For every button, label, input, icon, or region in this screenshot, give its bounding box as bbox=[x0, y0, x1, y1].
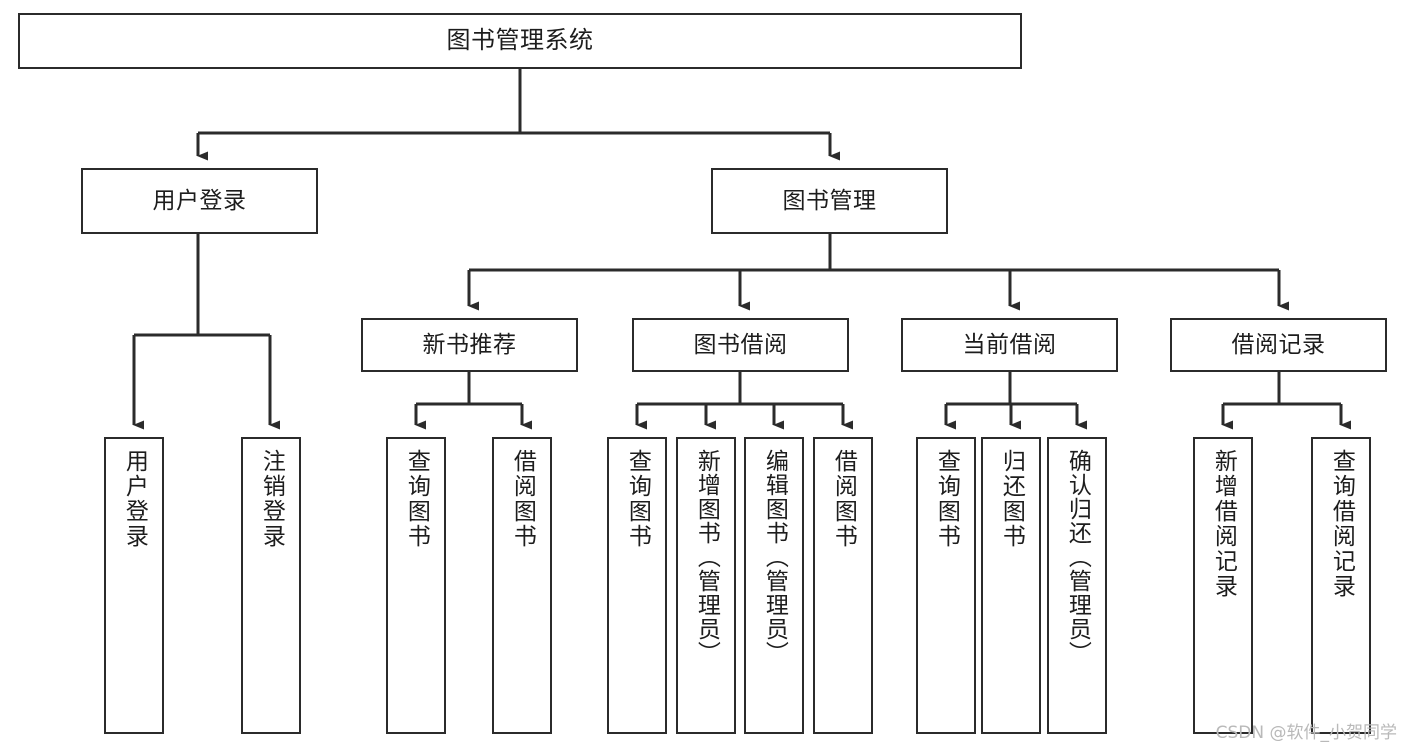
node-leaf-add-book-label: 新增图书（管理员） bbox=[693, 449, 720, 665]
node-user-login-label: 用户登录 bbox=[152, 187, 247, 214]
node-leaf-query-record-label: 查询借阅记录 bbox=[1328, 449, 1355, 599]
node-user-login[interactable]: 用户登录 bbox=[81, 168, 318, 234]
node-borrow-record-label: 借阅记录 bbox=[1231, 331, 1326, 358]
csdn-watermark: CSDN @软件_小贺同学 bbox=[1215, 723, 1397, 743]
node-new-book-recommend-label: 新书推荐 bbox=[422, 331, 517, 358]
node-leaf-query-record[interactable]: 查询借阅记录 bbox=[1311, 437, 1371, 734]
node-leaf-add-book[interactable]: 新增图书（管理员） bbox=[676, 437, 736, 734]
node-leaf-confirm-return-label: 确认归还（管理员） bbox=[1064, 449, 1091, 665]
node-leaf-user-login-label: 用户登录 bbox=[121, 449, 148, 549]
node-leaf-query-book-3[interactable]: 查询图书 bbox=[916, 437, 976, 734]
node-leaf-logout-login-label: 注销登录 bbox=[258, 449, 285, 549]
node-leaf-query-book-2-label: 查询图书 bbox=[624, 449, 651, 549]
node-current-borrow[interactable]: 当前借阅 bbox=[901, 318, 1118, 372]
node-book-manage[interactable]: 图书管理 bbox=[711, 168, 948, 234]
node-root-label: 图书管理系统 bbox=[446, 26, 594, 55]
node-leaf-confirm-return[interactable]: 确认归还（管理员） bbox=[1047, 437, 1107, 734]
node-leaf-query-book-1[interactable]: 查询图书 bbox=[386, 437, 446, 734]
node-leaf-query-book-3-label: 查询图书 bbox=[933, 449, 960, 549]
node-leaf-borrow-book-1[interactable]: 借阅图书 bbox=[492, 437, 552, 734]
node-leaf-edit-book-label: 编辑图书（管理员） bbox=[761, 449, 788, 665]
node-leaf-add-record[interactable]: 新增借阅记录 bbox=[1193, 437, 1253, 734]
node-root[interactable]: 图书管理系统 bbox=[18, 13, 1022, 69]
node-leaf-logout-login[interactable]: 注销登录 bbox=[241, 437, 301, 734]
node-leaf-borrow-book-1-label: 借阅图书 bbox=[509, 449, 536, 549]
node-leaf-add-record-label: 新增借阅记录 bbox=[1210, 449, 1237, 599]
node-leaf-return-book[interactable]: 归还图书 bbox=[981, 437, 1041, 734]
node-leaf-edit-book[interactable]: 编辑图书（管理员） bbox=[744, 437, 804, 734]
node-leaf-borrow-book-2[interactable]: 借阅图书 bbox=[813, 437, 873, 734]
node-leaf-borrow-book-2-label: 借阅图书 bbox=[830, 449, 857, 549]
node-new-book-recommend[interactable]: 新书推荐 bbox=[361, 318, 578, 372]
node-book-borrow-label: 图书借阅 bbox=[693, 331, 788, 358]
node-leaf-user-login[interactable]: 用户登录 bbox=[104, 437, 164, 734]
node-borrow-record[interactable]: 借阅记录 bbox=[1170, 318, 1387, 372]
node-current-borrow-label: 当前借阅 bbox=[962, 331, 1057, 358]
node-leaf-query-book-1-label: 查询图书 bbox=[403, 449, 430, 549]
node-leaf-query-book-2[interactable]: 查询图书 bbox=[607, 437, 667, 734]
node-leaf-return-book-label: 归还图书 bbox=[998, 449, 1025, 549]
node-book-manage-label: 图书管理 bbox=[782, 187, 877, 214]
node-book-borrow[interactable]: 图书借阅 bbox=[632, 318, 849, 372]
